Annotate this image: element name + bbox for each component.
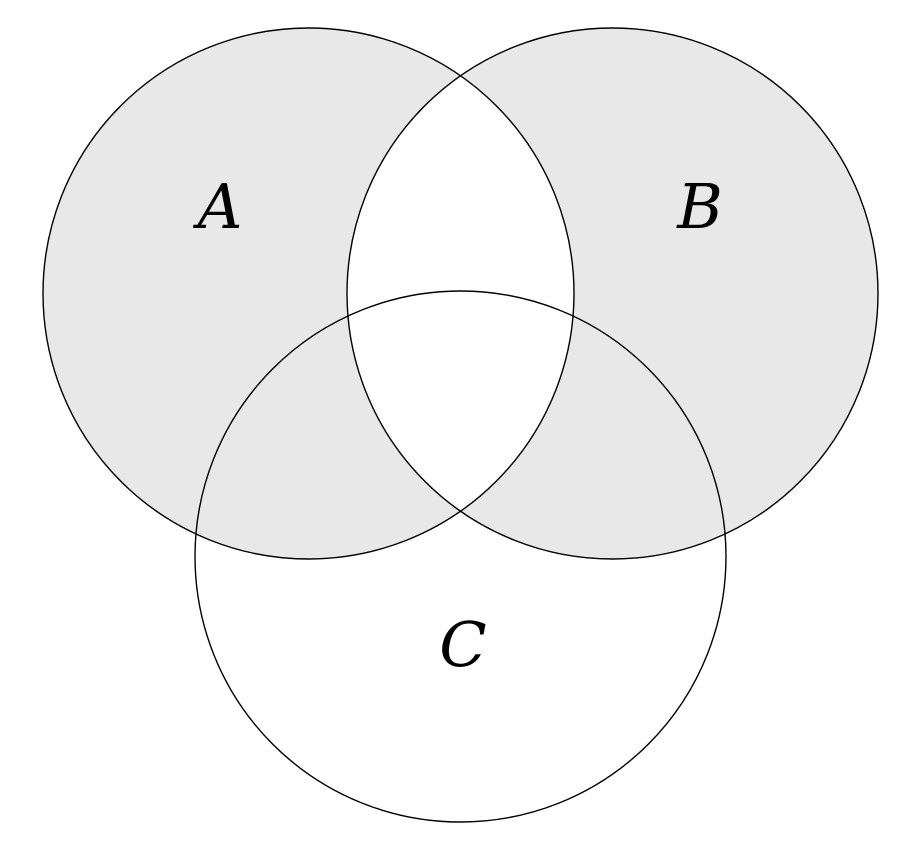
set-label-c: C <box>439 608 487 681</box>
set-circle-b <box>346 27 879 560</box>
set-label-b: B <box>677 170 723 243</box>
set-circle-c <box>194 290 727 823</box>
set-label-a: A <box>197 170 243 243</box>
set-circle-a <box>42 27 575 560</box>
shaded-region <box>42 27 879 560</box>
